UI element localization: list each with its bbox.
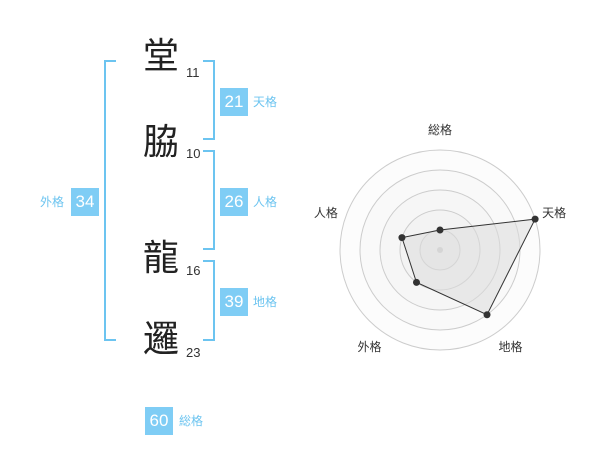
chikaku-label: 地格	[253, 295, 278, 309]
chikaku-bracket-top	[203, 260, 215, 262]
radar-point-2	[531, 215, 539, 223]
radar-axis-label-2: 天格	[542, 205, 566, 220]
radar-point-4	[412, 278, 420, 286]
chikaku-bracket-vertical	[213, 260, 215, 341]
radar-point-1	[436, 226, 444, 234]
name-char-4: 邏	[143, 319, 180, 360]
gaikaku-bracket-top	[104, 60, 116, 62]
gaikaku-score: 34	[71, 188, 99, 216]
tenkaku-label: 天格	[253, 95, 278, 109]
soukaku-score: 60	[145, 407, 173, 435]
radar-axis-label-5: 人格	[314, 205, 338, 220]
radar-point-5	[398, 234, 406, 242]
radar-axis-label-3: 地格	[499, 339, 523, 354]
jinkaku-bracket-vertical	[213, 150, 215, 250]
chikaku-bracket-bottom	[203, 339, 215, 341]
jinkaku-bracket-top	[203, 150, 215, 152]
tenkaku-bracket-top	[203, 60, 215, 62]
stroke-count-1: 11	[186, 65, 200, 80]
tenkaku-score: 21	[220, 88, 248, 116]
soukaku-label: 総格	[179, 414, 204, 428]
radar-polygon	[401, 218, 536, 316]
name-char-1: 堂	[143, 36, 180, 77]
name-char-2: 脇	[143, 122, 180, 163]
radar-axis-label-1: 総格	[428, 122, 452, 137]
jinkaku-score: 26	[220, 188, 248, 216]
radar-axis-label-4: 外格	[357, 339, 381, 354]
stroke-count-3: 16	[186, 263, 201, 278]
gaikaku-bracket-vertical	[104, 60, 106, 341]
gaikaku-label: 外格	[40, 195, 65, 209]
stroke-count-2: 10	[186, 146, 201, 161]
tenkaku-bracket-vertical	[213, 60, 215, 140]
stroke-count-4: 23	[186, 345, 201, 360]
gaikaku-bracket-bottom	[104, 339, 116, 341]
name-char-3: 龍	[143, 238, 180, 279]
jinkaku-label: 人格	[253, 195, 278, 209]
radar-point-3	[483, 311, 491, 319]
jinkaku-bracket-bottom	[203, 248, 215, 250]
chikaku-score: 39	[220, 288, 248, 316]
radar-polygon-group	[398, 215, 539, 319]
tenkaku-bracket-bottom	[203, 138, 215, 140]
